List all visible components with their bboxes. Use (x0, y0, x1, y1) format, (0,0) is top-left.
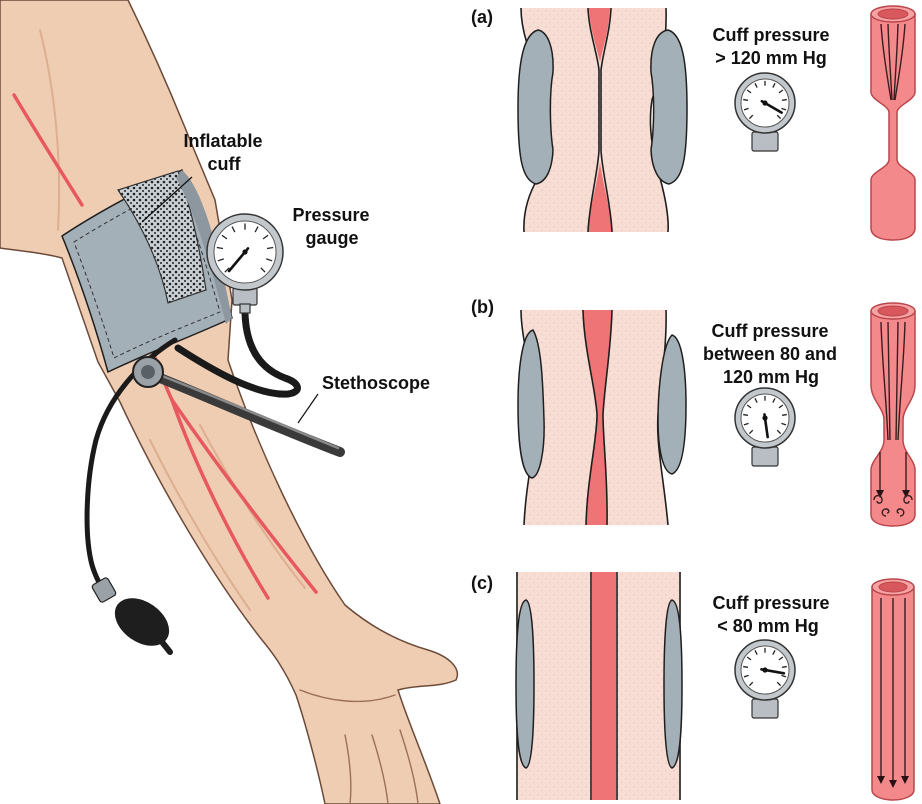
gauge-tick (743, 415, 748, 416)
gauge-stem (752, 699, 778, 718)
panel-b-pressure-line3: 120 mm Hg (723, 367, 819, 387)
panel-c-pressure-line1: Cuff pressure (712, 593, 829, 613)
gauge-hub (762, 100, 767, 105)
gauge-label-line1: Pressure (292, 205, 369, 225)
gauge-neck (240, 304, 250, 313)
arm-cross-section-b (518, 310, 686, 525)
panel-a: (a) Cuff pressure > 120 mm Hg (471, 6, 915, 240)
artery-lumen (592, 572, 616, 800)
panel-b: (b) Cuff pressure between 80 and 120 mm … (471, 297, 915, 526)
gauge-tick (782, 667, 787, 668)
panel-a-pressure-line1: Cuff pressure (712, 25, 829, 45)
gauge-stem (752, 132, 778, 151)
gauge-b (735, 388, 795, 466)
vessel-c-open (872, 579, 914, 800)
arm-cross-section-a (518, 8, 687, 232)
gauge-hub (762, 667, 767, 672)
inflation-bulb (91, 577, 178, 656)
vessel-a-collapsed (871, 6, 915, 240)
gauge-tick (743, 667, 748, 668)
cuff-label-line1: Inflatable (183, 131, 262, 151)
gauge-a (735, 73, 795, 151)
bulb-valve (91, 577, 117, 603)
gauge-tick (743, 100, 748, 101)
cuff-left (516, 600, 534, 768)
gauge-tick (782, 415, 787, 416)
gauge-stem (752, 447, 778, 466)
gauge-hub (242, 249, 247, 254)
stethoscope-label: Stethoscope (322, 373, 430, 393)
gauge-label-line2: gauge (305, 228, 358, 248)
arm-cross-section-c (516, 572, 682, 800)
vessel-b-narrowed (871, 303, 915, 526)
gauge-tick (782, 100, 787, 101)
arm-illustration: Inflatable cuff Pressure gauge Stethosco… (0, 0, 457, 804)
panel-b-pressure-line2: between 80 and (703, 344, 837, 364)
gauge-c (735, 640, 795, 718)
panel-b-label: (b) (471, 297, 494, 317)
cuff-label-line2: cuff (208, 154, 242, 174)
panel-a-pressure-line2: > 120 mm Hg (715, 48, 827, 68)
cuff-left (518, 30, 553, 184)
stethoscope-leader-line (298, 394, 318, 423)
cuff-right (664, 600, 682, 768)
panel-c-label: (c) (471, 573, 493, 593)
vessel-lumen-opening (878, 9, 908, 19)
gauge-hub (762, 415, 767, 420)
panel-c: (c) Cuff pressure < 80 mm Hg (471, 572, 914, 800)
vessel-lumen-opening (879, 582, 907, 592)
cuff-right (651, 30, 687, 184)
panel-b-pressure-line1: Cuff pressure (711, 321, 828, 341)
panel-a-label: (a) (471, 7, 493, 27)
vessel-body (871, 14, 915, 240)
stethoscope-diaphragm (141, 365, 155, 379)
vessel-lumen-opening (878, 306, 908, 316)
bulb-nozzle (162, 642, 170, 652)
vessel-body (871, 311, 915, 526)
panel-c-pressure-line2: < 80 mm Hg (717, 616, 819, 636)
